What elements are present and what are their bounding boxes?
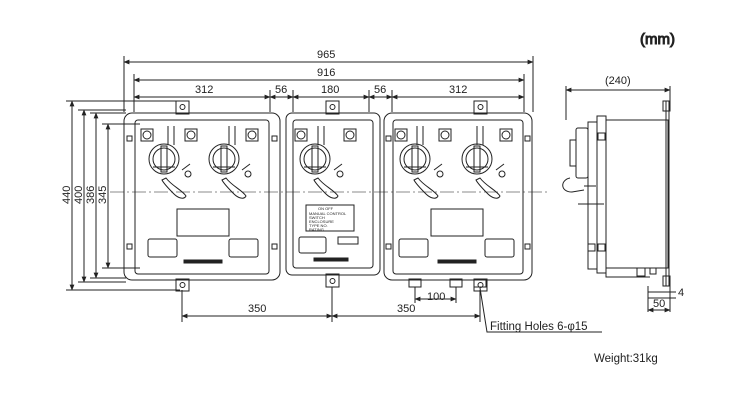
nameplate-line-4: ENCLOSURE	[309, 219, 334, 224]
dim-100: 100	[427, 291, 445, 303]
dim-180: 180	[321, 84, 339, 96]
right-enclosure	[383, 100, 533, 292]
side-view: (240) 4 50	[562, 75, 684, 313]
nameplate-line-1: ON OFF	[318, 206, 334, 211]
nameplate-line-2: MANUAL CONTROL	[309, 211, 347, 216]
fitting-holes-label: Fitting Holes 6-φ15	[490, 321, 588, 333]
left-dimensions: 440 400 386 345	[61, 100, 180, 291]
dim-312-right: 312	[449, 84, 467, 96]
nameplate-line-3: SWITCH	[309, 215, 325, 220]
dim-4: 4	[678, 287, 684, 299]
dim-56-right: 56	[374, 84, 386, 96]
dim-965: 965	[317, 49, 335, 61]
dim-440: 440	[61, 186, 73, 204]
nameplate-line-6: RATING	[309, 227, 324, 232]
dim-350-left: 350	[248, 303, 266, 315]
dim-50: 50	[653, 298, 665, 310]
dim-386: 386	[85, 186, 97, 204]
dim-56-left: 56	[275, 84, 287, 96]
dim-312-left: 312	[195, 84, 213, 96]
dim-345: 345	[97, 186, 109, 204]
units-label: (mm)	[640, 31, 675, 48]
dim-400: 400	[73, 186, 85, 204]
top-dimensions: 965 916 312 56 180 56 312	[123, 49, 534, 112]
dim-350-right: 350	[397, 303, 415, 315]
left-enclosure	[123, 100, 281, 292]
dim-916: 916	[317, 67, 335, 79]
dim-depth: (240)	[605, 75, 631, 87]
bottom-dimensions: 350 350 100 Fitting Holes 6-φ15	[181, 287, 602, 333]
weight-label: Weight:31kg	[594, 353, 658, 365]
nameplate-line-5: TYPE NO.	[309, 223, 328, 228]
center-enclosure: ON OFF MANUAL CONTROL SWITCH ENCLOSURE T…	[285, 100, 381, 288]
